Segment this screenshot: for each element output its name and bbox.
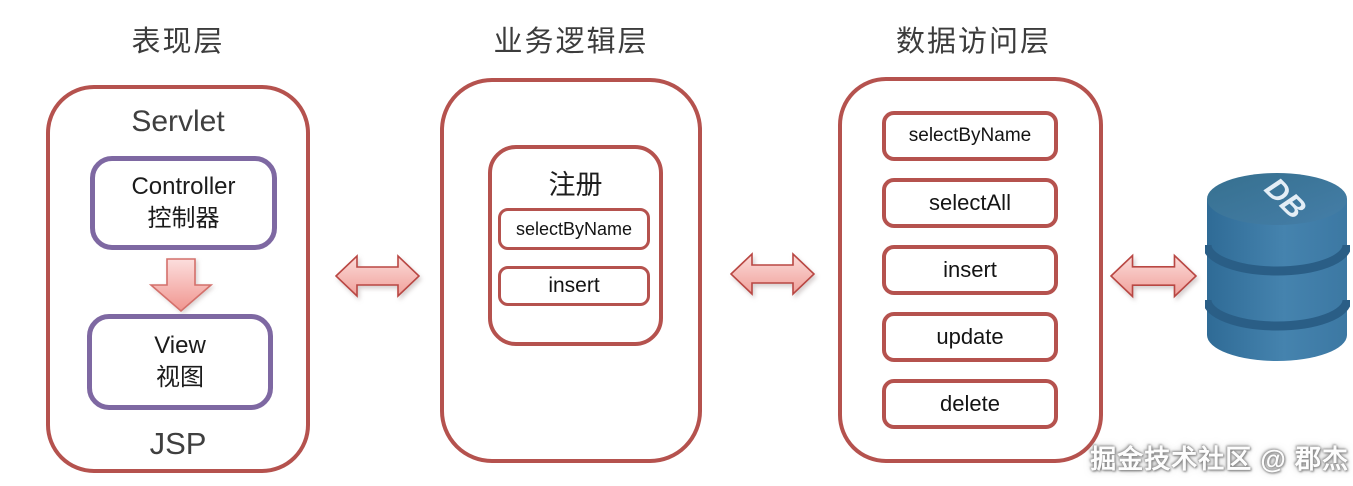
controller-label-zh: 控制器: [147, 205, 220, 232]
view-label-en: View: [154, 332, 206, 360]
view-box: View 视图: [87, 314, 273, 410]
down-arrow-icon: [148, 258, 214, 313]
method-box: selectByName: [498, 208, 650, 250]
data-access-layer-title: 数据访问层: [895, 26, 1051, 58]
view-label-zh: 视图: [156, 364, 204, 391]
method-box: delete: [882, 379, 1058, 429]
register-module-title: 注册: [548, 170, 603, 200]
business-layer-title: 业务逻辑层: [493, 26, 649, 58]
method-box: update: [882, 312, 1058, 362]
data-access-layer-box: selectByName selectAll insert update del…: [838, 77, 1103, 463]
servlet-label: Servlet: [131, 105, 225, 138]
watermark: 掘金技术社区 @ 郡杰: [1090, 444, 1349, 474]
database-icon: DB: [1205, 172, 1350, 361]
register-module-box: 注册 selectByName insert: [488, 145, 663, 346]
presentation-layer-title: 表现层: [131, 26, 225, 58]
left-right-arrow-icon: [730, 252, 815, 296]
jsp-label: JSP: [149, 426, 207, 461]
method-box: selectAll: [882, 178, 1058, 228]
business-layer-box: 注册 selectByName insert: [440, 78, 702, 463]
controller-box: Controller 控制器: [90, 156, 277, 250]
controller-label-en: Controller: [131, 173, 236, 201]
presentation-layer-box: Servlet Controller 控制器 View 视图 JSP: [46, 85, 310, 473]
method-box: insert: [882, 245, 1058, 295]
left-right-arrow-icon: [335, 254, 420, 298]
method-box: insert: [498, 266, 650, 306]
left-right-arrow-icon: [1110, 253, 1197, 299]
method-box: selectByName: [882, 111, 1058, 161]
